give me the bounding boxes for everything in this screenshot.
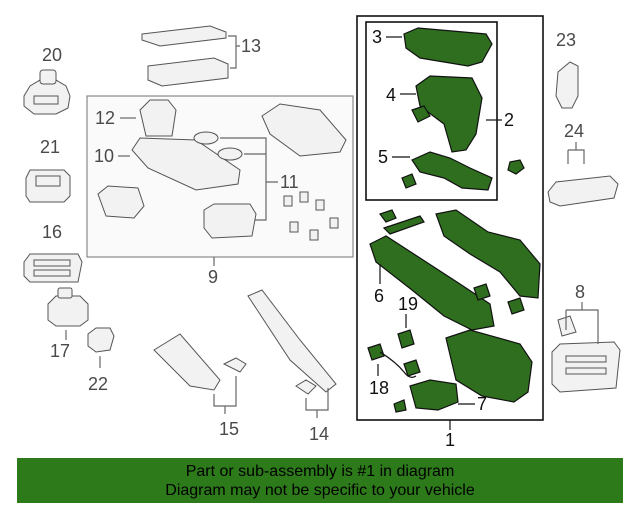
callout-22: 22	[88, 374, 108, 394]
callout-12: 12	[95, 108, 115, 128]
part-14-side-trim-long[interactable]	[247, 289, 337, 395]
part-console-box-body[interactable]	[445, 329, 533, 403]
part-10-console-panel[interactable]	[131, 137, 241, 191]
footer-line-1: Part or sub-assembly is #1 in diagram	[185, 462, 455, 480]
callout-9: 9	[208, 267, 218, 287]
callout-15: 15	[219, 419, 239, 439]
part-small-clips[interactable]	[283, 191, 339, 241]
part-23-knob[interactable]	[555, 61, 579, 109]
part-21-switch-module[interactable]	[25, 169, 71, 203]
callout-14: 14	[309, 424, 329, 444]
callout-4: 4	[386, 85, 396, 105]
footer-banner: Part or sub-assembly is #1 in diagram Di…	[17, 458, 623, 503]
part-rear-trim[interactable]	[261, 103, 347, 157]
part-20-shift-assembly[interactable]	[23, 69, 71, 115]
callout-11: 11	[280, 172, 299, 192]
part-22-clip[interactable]	[87, 327, 115, 353]
part-15-side-trim[interactable]	[153, 333, 247, 391]
part-17-knob-assembly[interactable]	[47, 287, 89, 327]
callout-1: 1	[445, 430, 455, 450]
part-19-connector[interactable]	[397, 329, 415, 349]
callout-13: 13	[241, 36, 261, 56]
callout-16: 16	[42, 222, 62, 242]
part-bracket[interactable]	[97, 185, 145, 219]
callout-8: 8	[575, 282, 585, 302]
part-screw[interactable]	[507, 159, 525, 175]
part-24-bracket[interactable]	[547, 175, 619, 207]
sub-assembly-box-2	[365, 21, 498, 201]
part-11-rings[interactable]	[193, 131, 243, 161]
callout-5: 5	[378, 147, 388, 167]
callout-2: 2	[504, 110, 514, 130]
part-12-boot[interactable]	[139, 99, 177, 137]
callout-6: 6	[374, 286, 384, 306]
callout-3: 3	[372, 27, 382, 47]
part-13-plates[interactable]	[141, 25, 229, 87]
part-16-switch-panel[interactable]	[23, 253, 83, 283]
part-6-console-side[interactable]	[369, 235, 525, 331]
part-5-lid-bracket[interactable]	[401, 151, 493, 191]
part-cup-holder[interactable]	[203, 203, 257, 239]
part-upper-console[interactable]	[379, 209, 541, 299]
callout-10: 10	[94, 146, 114, 166]
callout-17: 17	[50, 341, 70, 361]
callout-23: 23	[556, 30, 576, 50]
footer-line-2: Diagram may not be specific to your vehi…	[165, 481, 475, 499]
part-4-lid-hinge[interactable]	[411, 75, 483, 153]
callout-24: 24	[564, 121, 584, 141]
callout-7: 7	[477, 394, 487, 414]
part-18-wire-harness[interactable]	[367, 343, 421, 378]
callout-18: 18	[369, 378, 389, 398]
part-3-lid[interactable]	[403, 27, 493, 67]
part-8-panel[interactable]	[551, 315, 621, 393]
callout-19: 19	[398, 294, 418, 314]
part-7-cup-holder[interactable]	[393, 379, 459, 413]
callout-20: 20	[42, 45, 62, 65]
callout-21: 21	[40, 137, 60, 157]
